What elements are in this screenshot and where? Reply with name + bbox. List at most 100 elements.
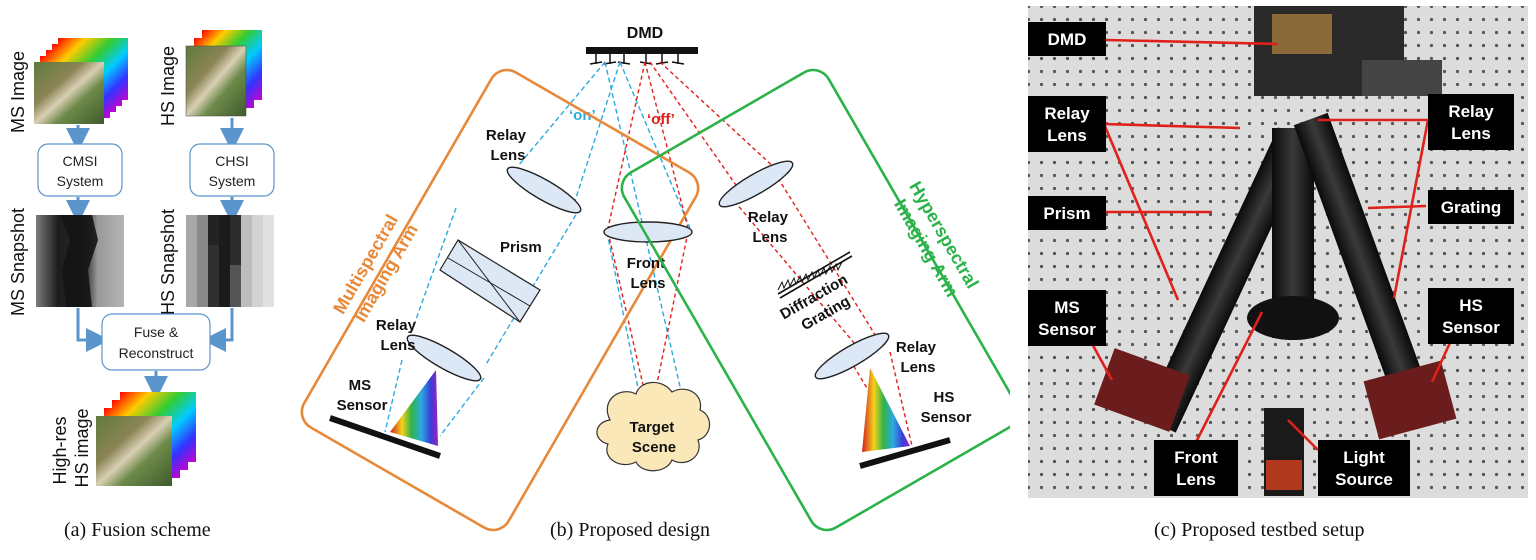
label-prism: Prism [1028, 196, 1106, 230]
svg-text:Front Lens: Front Lens [627, 255, 670, 292]
svg-text:DMD: DMD [1048, 30, 1087, 49]
cmsi-line-1: CMSI [63, 153, 98, 169]
ms-sensor-camera [1094, 348, 1190, 432]
hs-arm-tube [1293, 112, 1431, 408]
svg-text:High-res HS image: High-res HS image [50, 408, 92, 487]
prism-label: Prism [500, 239, 542, 256]
hs-sensor-line-2: Sensor [921, 409, 972, 426]
hs-sensor-bar [859, 437, 951, 469]
front-lens-line-1: Front [627, 255, 665, 272]
dmd-label: DMD [627, 25, 663, 42]
front-lens-line-2: Lens [630, 275, 665, 292]
ms-sensor-line-2: Sensor [337, 397, 388, 414]
hs-image-cube [185, 30, 262, 117]
hs-relay-bottom-line-1: Relay [896, 339, 937, 356]
svg-text:Fuse &Reconstruct: Fuse & Reconstruct [119, 324, 194, 361]
multispectral-arm-box [300, 68, 700, 532]
highres-hs-cube [96, 392, 196, 486]
cmsi-line-2: System [57, 173, 104, 189]
caption-a: (a) Fusion scheme [64, 519, 211, 541]
svg-text:MS Sensor: MS Sensor [337, 377, 388, 414]
svg-text:Multispectral Imaging Ar: Multispectral Imaging Arm [329, 207, 423, 328]
target-line-1: Target [630, 419, 675, 436]
svg-text:Relay Lens: Relay Lens [896, 339, 940, 376]
label-dmd: DMD [1028, 22, 1106, 56]
highres-line-1: High-res [50, 416, 70, 484]
hs-snapshot-label: HS Snapshot [158, 209, 178, 315]
panel-proposed-design: DMD [290, 0, 1010, 560]
hs-relay-bottom-line-2: Lens [900, 359, 935, 376]
dmd-bar [586, 47, 698, 54]
off-label: ‘off’ [647, 111, 675, 128]
svg-text:Relay Lens: Relay Lens [748, 209, 792, 246]
hs-sensor-line-1: HS [933, 389, 954, 406]
hs-relay-lens-top [718, 160, 794, 208]
svg-text:Target Scene: Target Scene [630, 419, 679, 456]
fuse-line-1: Fuse & [134, 324, 179, 340]
svg-text:HS Sensor: HS Sensor [921, 389, 972, 426]
hs-relay-top-line-1: Relay [748, 209, 789, 226]
ms-relay-top-line-1: Relay [486, 127, 527, 144]
target-scene-cloud [596, 381, 711, 472]
svg-text:Hyperspectral Imaging Ar: Hyperspectral Imaging Arm [886, 178, 985, 307]
proposed-design-svg: DMD [300, 25, 1010, 532]
chsi-line-2: System [209, 173, 256, 189]
ms-snapshot-label: MS Snapshot [8, 208, 28, 316]
fuse-line-2: Reconstruct [119, 345, 194, 361]
fuse-reconstruct-box [101, 313, 211, 371]
pointer-lines [1088, 38, 1456, 451]
ms-relay-bottom-line-1: Relay [376, 317, 417, 334]
svg-text:Prism: Prism [1043, 204, 1090, 223]
on-label: ‘on’ [569, 107, 596, 124]
svg-text:Relay Lens: Relay Lens [486, 127, 530, 164]
ms-relay-lens-bottom [406, 334, 482, 382]
ms-sensor-bar [329, 415, 441, 459]
cmsi-system-box [37, 143, 123, 197]
hs-image-label: HS Image [158, 46, 178, 126]
ms-spectrum-fan [390, 370, 438, 446]
caption-b: (b) Proposed design [550, 519, 710, 541]
hyperspectral-arm-box [620, 68, 1010, 532]
svg-text:Grating: Grating [1441, 198, 1501, 217]
ms-arm-tube [1143, 127, 1311, 433]
off-rays [607, 61, 913, 447]
hs-relay-lens-bottom [814, 332, 890, 380]
ms-relay-top-line-2: Lens [490, 147, 525, 164]
target-line-2: Scene [632, 439, 676, 456]
front-lens [603, 221, 693, 243]
hs-spectrum-fan [862, 368, 910, 452]
label-grating: Grating [1428, 190, 1514, 224]
svg-text:Relay Lens: Relay Lens [376, 317, 420, 354]
ms-relay-bottom-line-2: Lens [380, 337, 415, 354]
prism-shape [439, 239, 541, 323]
chsi-line-1: CHSI [215, 153, 248, 169]
svg-text:Diffraction Grating: Diffraction Grating [777, 269, 864, 341]
hs-snapshot-image [186, 215, 274, 307]
diffraction-grating-shape [777, 251, 853, 299]
ms-image-cube [34, 38, 128, 124]
ms-relay-lens-top [506, 166, 582, 214]
ms-image-label: MS Image [8, 51, 28, 133]
hs-relay-top-line-2: Lens [752, 229, 787, 246]
caption-c: (c) Proposed testbed setup [1154, 519, 1365, 541]
ms-sensor-line-1: MS [349, 377, 372, 394]
highres-line-2: HS image [72, 408, 92, 487]
chsi-system-box [189, 143, 275, 197]
